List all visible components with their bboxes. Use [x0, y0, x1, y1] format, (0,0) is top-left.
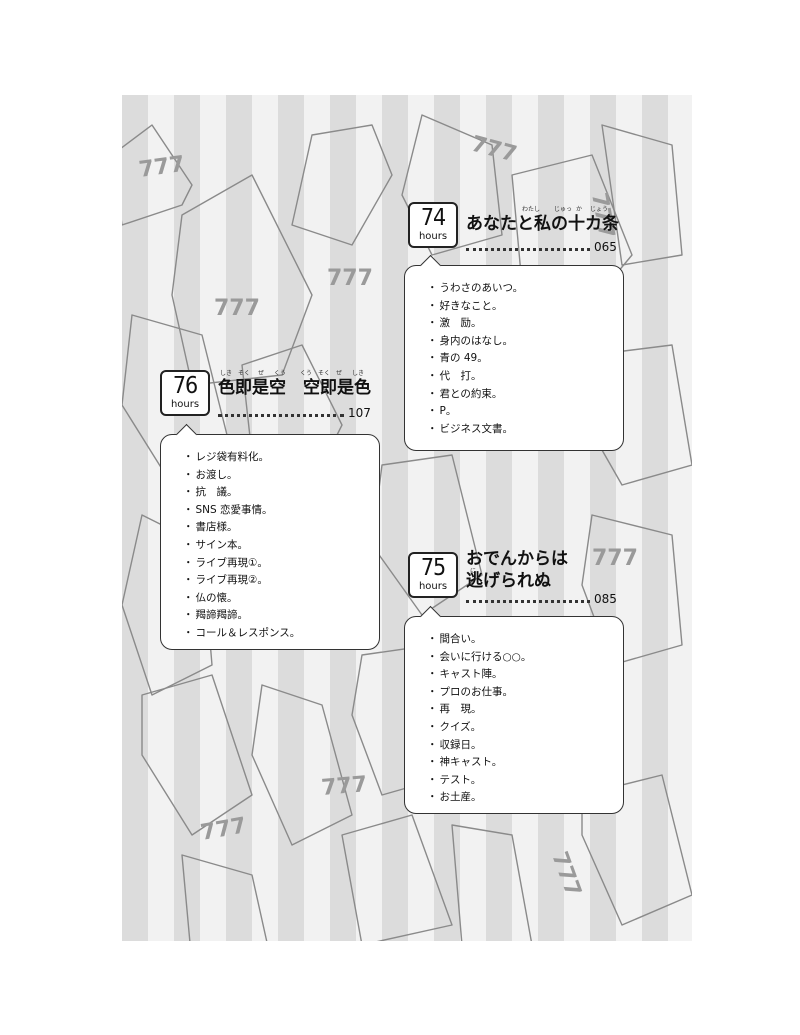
list-item: 激 励。 [427, 315, 623, 333]
list-item: お渡し。 [183, 467, 379, 485]
list-item: ライブ再現①。 [183, 555, 379, 573]
ruby-ju: じゅっ [554, 206, 573, 213]
page-number: 065 [594, 240, 617, 254]
chapter-title: あなたと私の十カ条 [466, 214, 619, 234]
hours-number: 75 [420, 555, 446, 581]
ruby-shiki-2: しき [352, 370, 365, 377]
leader-dots [218, 414, 344, 417]
list-item: ライブ再現②。 [183, 572, 379, 590]
list-item: 間合い。 [427, 631, 623, 649]
list-item: 君との約束。 [427, 386, 623, 404]
list-item: 代 打。 [427, 368, 623, 386]
list-item: 好きなこと。 [427, 298, 623, 316]
svg-text:777: 777 [592, 546, 638, 571]
svg-text:777: 777 [214, 296, 260, 321]
topics-list: うわさのあいつ。 好きなこと。 激 励。 身内のはなし。 青の 49。 代 打。… [427, 280, 623, 438]
list-item: 羯諦羯諦。 [183, 607, 379, 625]
ruby-shiki: しき [220, 370, 233, 377]
chapter-title-line1: おでんからは [466, 549, 568, 569]
hours-badge-76: 76 hours [160, 370, 210, 416]
svg-text:777: 777 [137, 152, 186, 183]
topics-list: レジ袋有料化。 お渡し。 抗 議。 SNS 恋愛事情。 書店様。 サイン本。 ラ… [183, 449, 379, 643]
page-number: 085 [594, 592, 617, 606]
hours-unit: hours [418, 581, 448, 592]
list-item: プロのお仕事。 [427, 684, 623, 702]
ruby-ze: ぜ [258, 370, 265, 377]
list-item: キャスト陣。 [427, 666, 623, 684]
svg-text:777: 777 [199, 813, 249, 846]
topics-box-76: レジ袋有料化。 お渡し。 抗 議。 SNS 恋愛事情。 書店様。 サイン本。 ラ… [160, 423, 380, 650]
list-item: 書店様。 [183, 519, 379, 537]
list-item: P。 [427, 403, 623, 421]
svg-text:777: 777 [546, 849, 585, 901]
ruby-kuu-2: くう [300, 370, 312, 377]
page-number: 107 [348, 406, 371, 420]
hours-number: 76 [172, 373, 198, 399]
hours-badge-74: 74 hours [408, 202, 458, 248]
list-item: 収録日。 [427, 737, 623, 755]
list-item: うわさのあいつ。 [427, 280, 623, 298]
chapter-title-line2: 逃げられぬ [466, 571, 551, 591]
ruby-ka: か [576, 206, 583, 213]
list-item: 神キャスト。 [427, 754, 623, 772]
hours-unit: hours [170, 399, 200, 410]
leader-dots [466, 248, 590, 251]
list-item: 抗 議。 [183, 484, 379, 502]
hours-badge-75: 75 hours [408, 552, 458, 598]
list-item: 青の 49。 [427, 350, 623, 368]
list-item: レジ袋有料化。 [183, 449, 379, 467]
topics-box-75: 間合い。 会いに行ける○○。 キャスト陣。 プロのお仕事。 再 現。 クイズ。 … [404, 605, 624, 814]
list-item: お土産。 [427, 789, 623, 807]
ruby-ni: に [470, 568, 477, 575]
leader-dots [466, 600, 590, 603]
hours-unit: hours [418, 231, 448, 242]
list-item: サイン本。 [183, 537, 379, 555]
ruby-jou: じょう [590, 206, 609, 213]
chapter-title: 色即是空 空即是色 [218, 378, 371, 398]
hours-number: 74 [420, 205, 446, 231]
topics-box-74: うわさのあいつ。 好きなこと。 激 励。 身内のはなし。 青の 49。 代 打。… [404, 254, 624, 451]
list-item: 会いに行ける○○。 [427, 649, 623, 667]
list-item: 仏の懐。 [183, 590, 379, 608]
list-item: 再 現。 [427, 701, 623, 719]
ruby-soku-2: そく [318, 370, 331, 377]
svg-text:777: 777 [327, 266, 373, 291]
list-item: コール＆レスポンス。 [183, 625, 379, 643]
list-item: クイズ。 [427, 719, 623, 737]
svg-text:777: 777 [320, 772, 368, 801]
topics-list: 間合い。 会いに行ける○○。 キャスト陣。 プロのお仕事。 再 現。 クイズ。 … [427, 631, 623, 807]
list-item: テスト。 [427, 772, 623, 790]
ruby-watashi: わたし [522, 206, 541, 213]
ruby-kuu: くう [274, 370, 286, 377]
list-item: ビジネス文書。 [427, 421, 623, 439]
list-item: SNS 恋愛事情。 [183, 502, 379, 520]
ruby-ze-2: ぜ [336, 370, 343, 377]
list-item: 身内のはなし。 [427, 333, 623, 351]
svg-text:777: 777 [468, 132, 519, 168]
ruby-soku: そく [238, 370, 251, 377]
